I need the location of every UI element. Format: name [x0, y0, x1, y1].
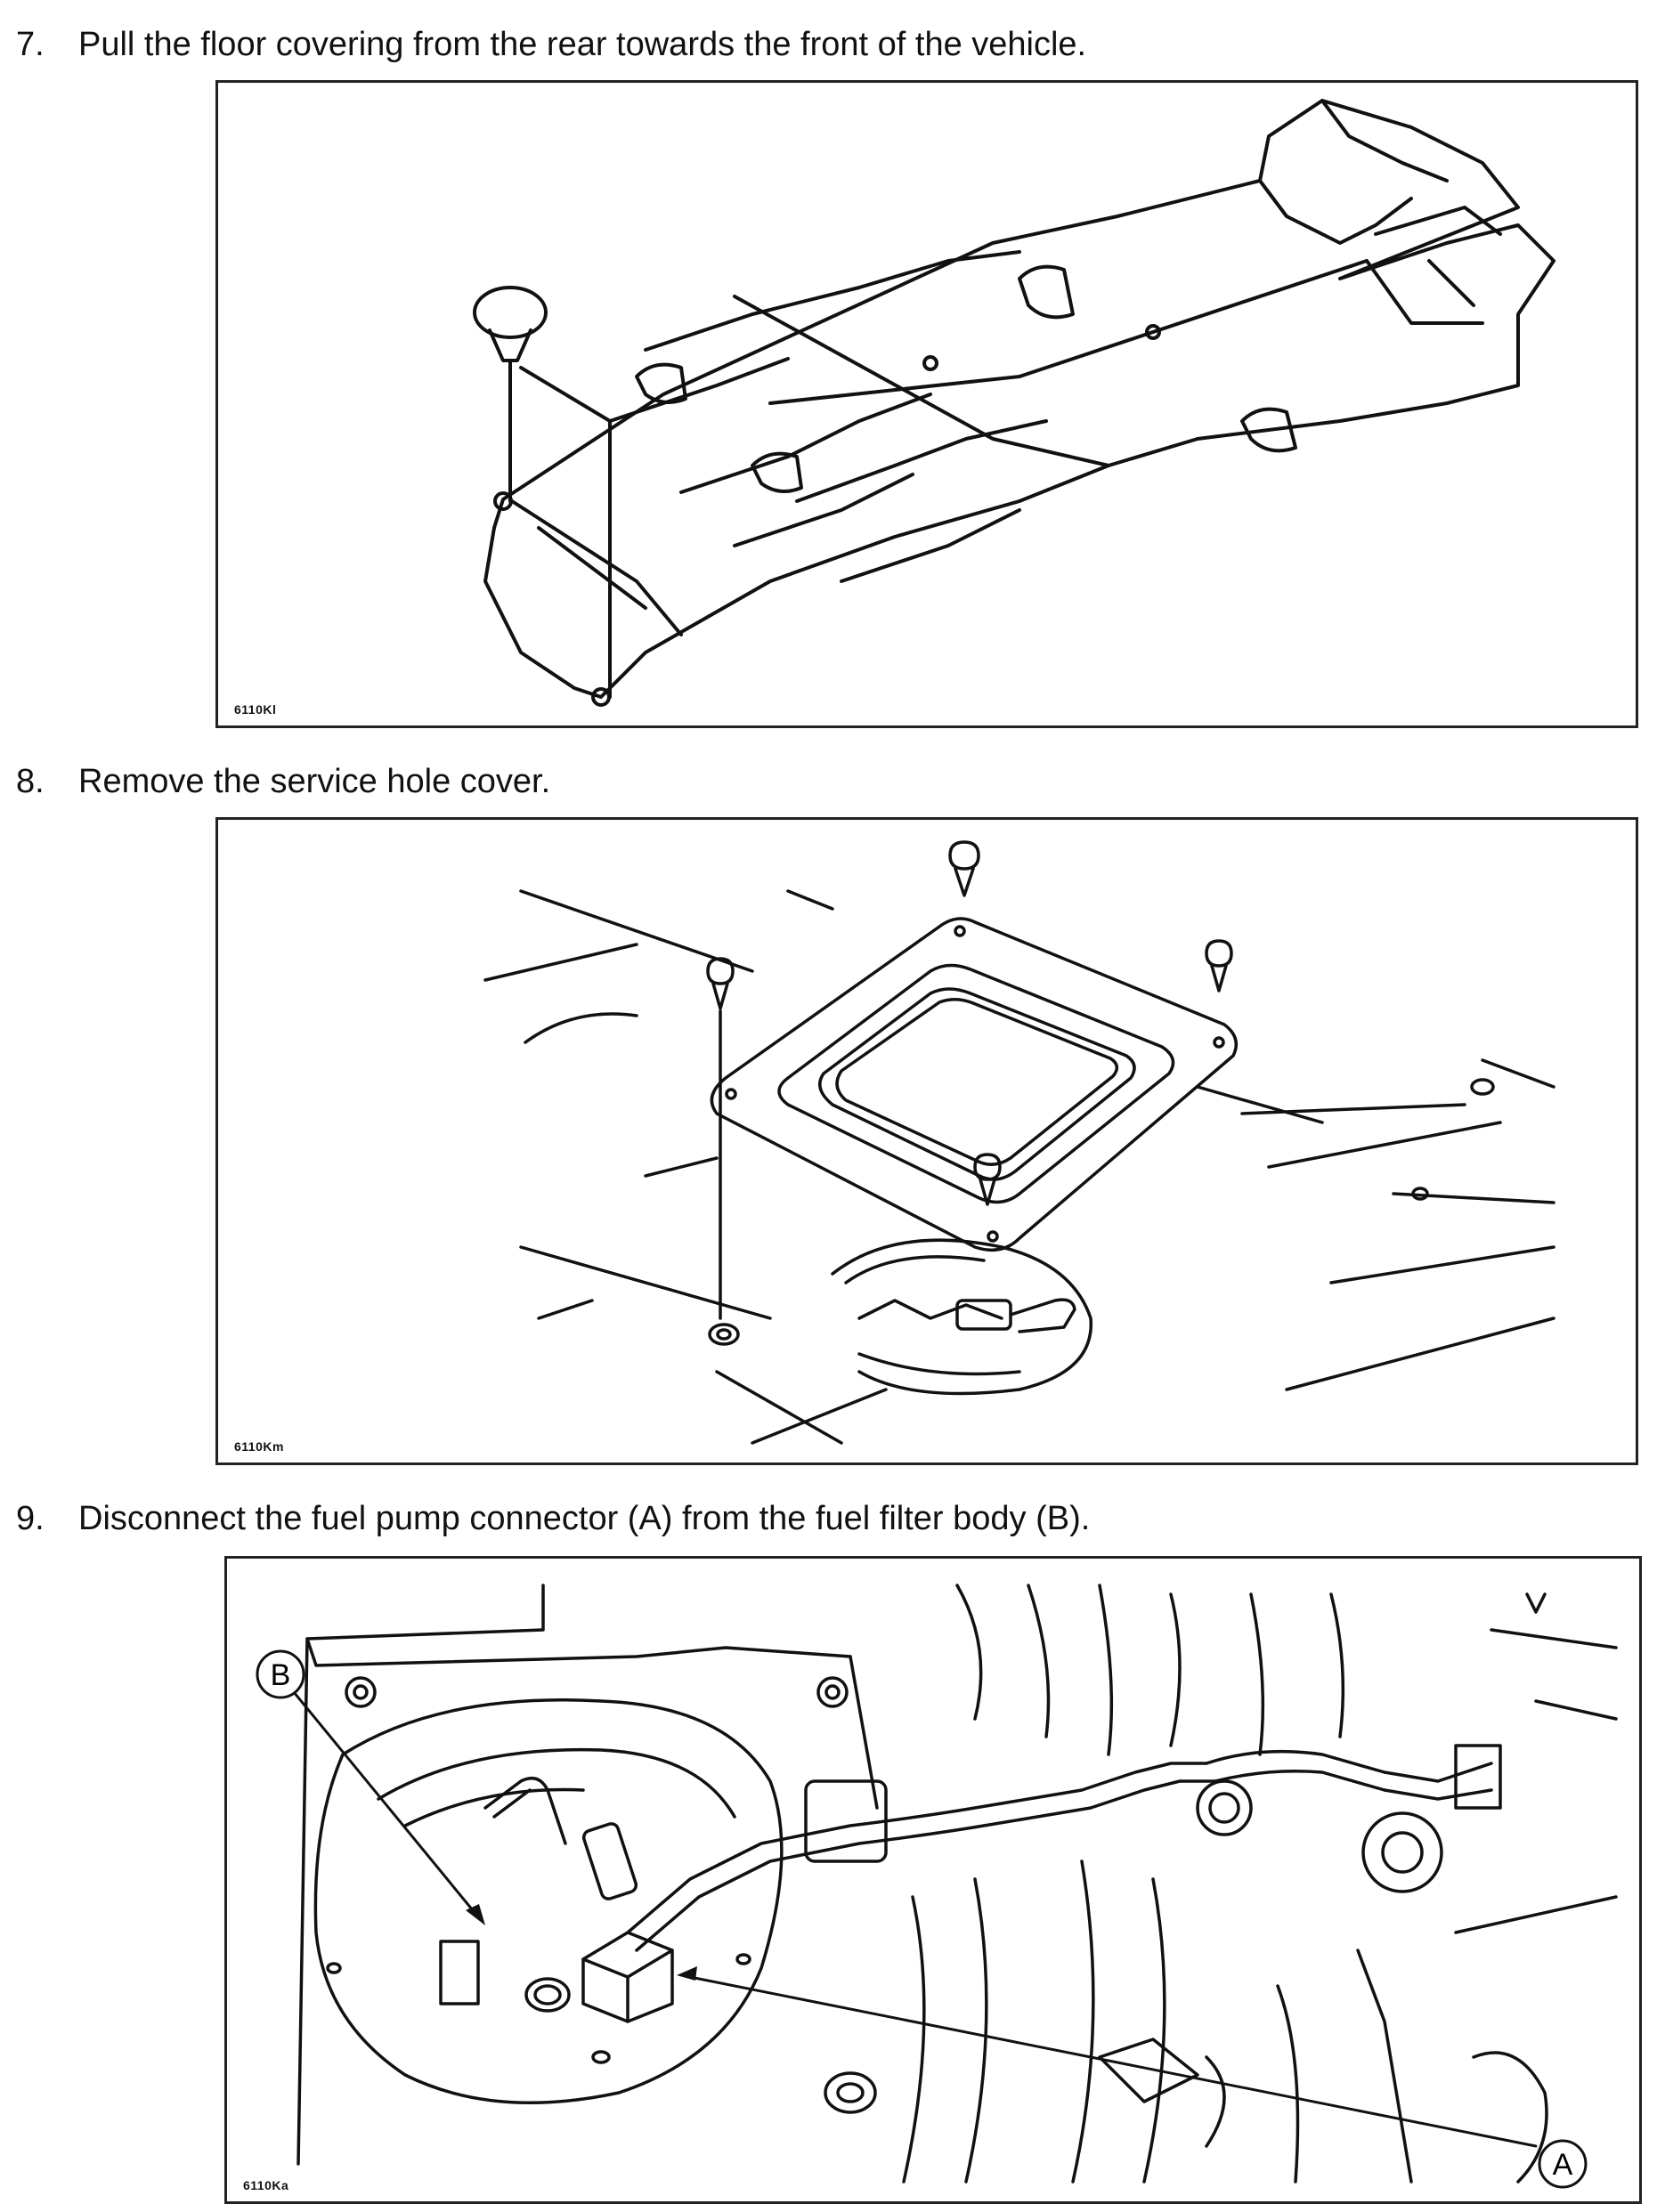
figure-code: 6110Kl — [234, 702, 277, 717]
fuel-pump-connector-illustration: B A — [256, 1584, 1618, 2189]
callout-label-a: A — [1553, 2148, 1573, 2182]
figure-floor-covering: 6110Kl — [215, 80, 1638, 728]
figure-code: 6110Km — [234, 1439, 284, 1454]
step-number: 9. — [16, 1500, 45, 1537]
step-number: 7. — [16, 26, 45, 63]
floor-covering-illustration — [473, 99, 1555, 707]
step-instruction: Remove the service hole cover. — [78, 763, 551, 800]
callout-label-b: B — [271, 1658, 291, 1692]
figure-service-hole-cover: 6110Km — [215, 817, 1638, 1465]
service-hole-cover-illustration — [483, 840, 1555, 1445]
step-instruction: Pull the floor covering from the rear to… — [78, 26, 1087, 63]
figure-fuel-pump-connector: B A 6110Ka — [224, 1556, 1642, 2204]
step-instruction: Disconnect the fuel pump connector (A) f… — [78, 1500, 1091, 1537]
step-7: 7. Pull the floor covering from the rear… — [0, 20, 1657, 73]
step-number: 8. — [16, 763, 45, 800]
figure-code: 6110Ka — [243, 2178, 289, 2192]
step-9: 9. Disconnect the fuel pump connector (A… — [0, 1494, 1657, 1547]
step-8: 8. Remove the service hole cover. — [0, 757, 1657, 810]
